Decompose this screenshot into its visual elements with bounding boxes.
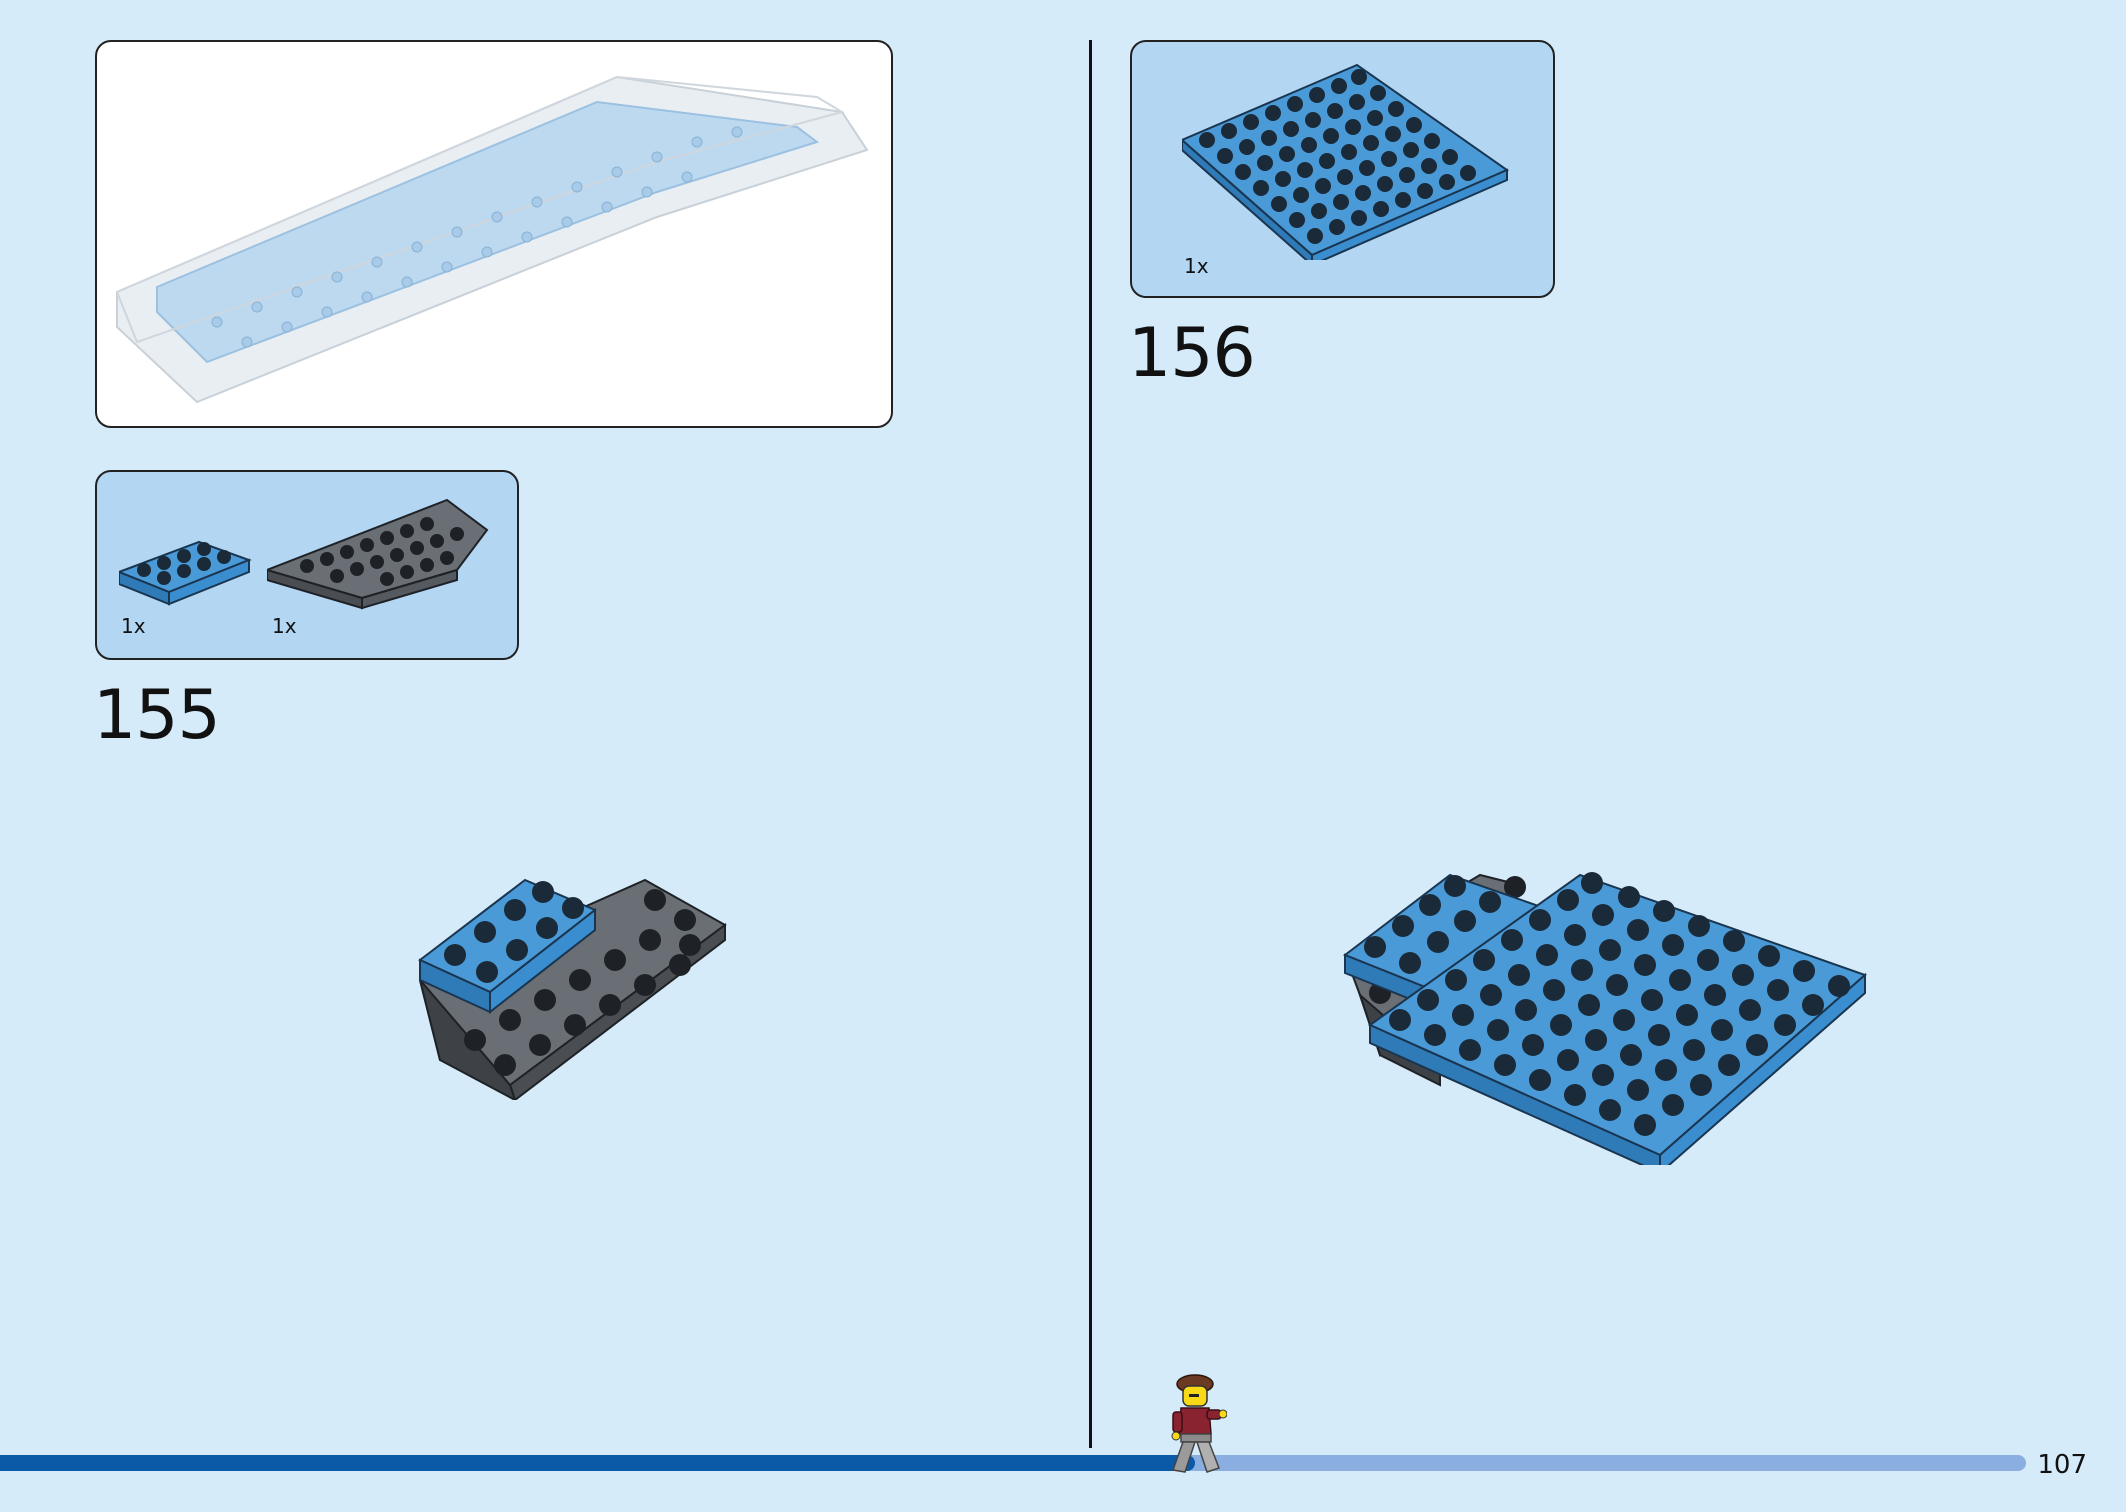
minifigure-walker-icon — [1171, 1374, 1227, 1473]
dark-gray-wedge-plate-icon — [267, 498, 489, 610]
step-number-156: 156 — [1128, 314, 1256, 393]
parts-list-step-156: 1x — [1130, 40, 1555, 298]
part-qty: 1x — [272, 614, 297, 638]
parts-list-step-155: 1x 1x — [95, 470, 519, 660]
progress-bar-completed — [0, 1455, 1195, 1471]
step-155-build-illustration — [418, 878, 727, 1100]
blue-plate-8x8-icon — [1182, 63, 1510, 260]
page-divider — [1089, 40, 1092, 1448]
page-number: 107 — [2037, 1450, 2087, 1480]
part-qty: 1x — [1184, 254, 1209, 278]
progress-bar-remaining — [1185, 1455, 2026, 1471]
model-overview-panel — [95, 40, 893, 428]
model-overview-illustration — [115, 75, 869, 404]
step-156-build-illustration — [1342, 872, 1867, 1165]
step-number-155: 155 — [93, 676, 221, 755]
blue-plate-2x4-icon — [119, 540, 252, 606]
part-qty: 1x — [121, 614, 146, 638]
